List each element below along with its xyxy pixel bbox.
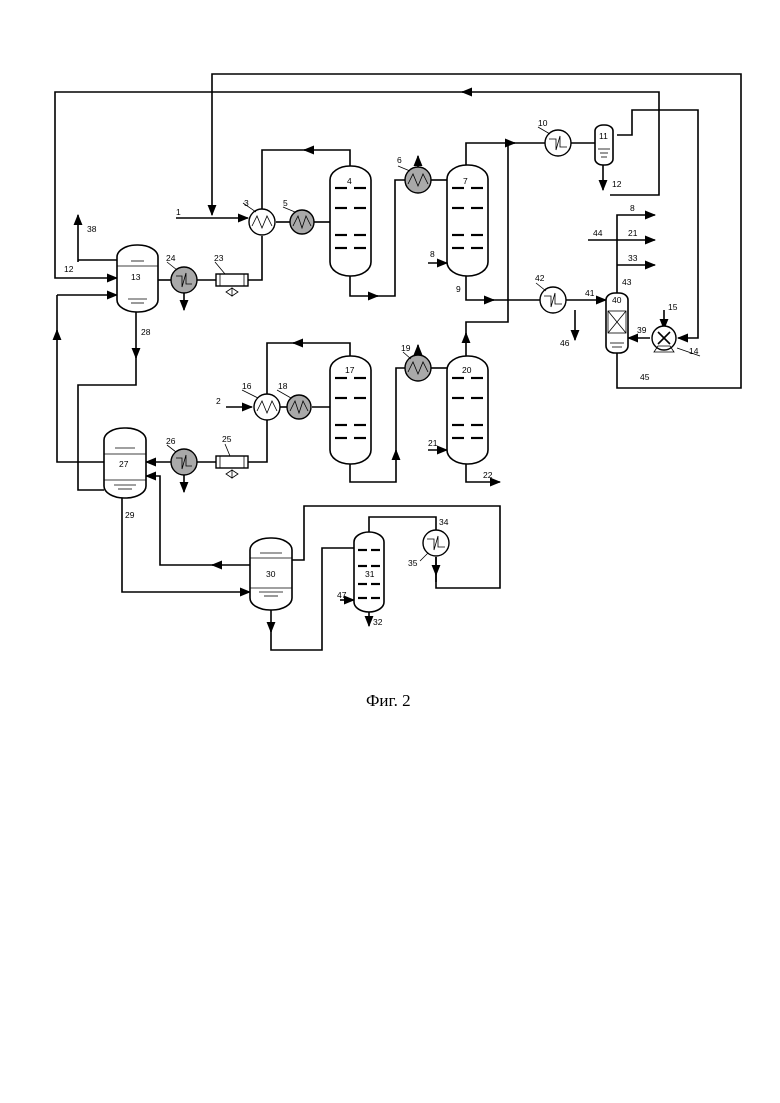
label-3: 3: [244, 198, 249, 208]
label-39: 39: [637, 325, 647, 335]
heat-exchanger-3: [249, 209, 275, 235]
label-41: 41: [585, 288, 595, 298]
label-18: 18: [278, 381, 288, 391]
label-15: 15: [668, 302, 678, 312]
air-cooler-25: [216, 456, 248, 478]
label-30: 30: [266, 569, 276, 579]
label-22: 22: [483, 470, 493, 480]
label-11: 11: [599, 131, 608, 141]
label-19: 19: [401, 343, 411, 353]
label-42: 42: [535, 273, 545, 283]
label-27: 27: [119, 459, 129, 469]
label-31: 31: [365, 569, 375, 579]
label-24: 24: [166, 253, 176, 263]
figure-caption: Фиг. 2: [366, 691, 411, 710]
label-12b: 12: [64, 264, 74, 274]
pump-14: [652, 326, 676, 352]
cooler-34: [423, 530, 449, 556]
label-46: 46: [560, 338, 570, 348]
cooler-42: [540, 287, 566, 313]
label-23: 23: [214, 253, 224, 263]
label-28: 28: [141, 327, 151, 337]
label-10: 10: [538, 118, 548, 128]
label-20: 20: [462, 365, 472, 375]
label-35: 35: [408, 558, 418, 568]
label-14: 14: [689, 346, 699, 356]
label-2: 2: [216, 396, 221, 406]
heater-18: [287, 395, 311, 419]
label-12: 12: [612, 179, 622, 189]
label-25: 25: [222, 434, 232, 444]
label-43: 43: [622, 277, 632, 287]
cooler-10: [545, 130, 571, 156]
label-21b: 21: [628, 228, 638, 238]
label-44: 44: [593, 228, 603, 238]
label-16: 16: [242, 381, 252, 391]
label-45: 45: [640, 372, 650, 382]
label-4: 4: [347, 176, 352, 186]
label-6: 6: [397, 155, 402, 165]
label-7: 7: [463, 176, 468, 186]
label-47: 47: [337, 590, 347, 600]
label-26: 26: [166, 436, 176, 446]
label-40: 40: [612, 295, 622, 305]
heater-5: [290, 210, 314, 234]
label-13: 13: [131, 272, 141, 282]
label-33: 33: [628, 253, 638, 263]
label-38: 38: [87, 224, 97, 234]
condenser-19: [405, 355, 431, 381]
cooler-24: [171, 267, 197, 293]
label-8b: 8: [630, 203, 635, 213]
label-17: 17: [345, 365, 355, 375]
label-29: 29: [125, 510, 135, 520]
label-5: 5: [283, 198, 288, 208]
label-1: 1: [176, 207, 181, 217]
cooler-26: [171, 449, 197, 475]
label-32: 32: [373, 617, 383, 627]
label-9: 9: [456, 284, 461, 294]
label-21: 21: [428, 438, 438, 448]
air-cooler-23: [216, 274, 248, 296]
label-8: 8: [430, 249, 435, 259]
label-34: 34: [439, 517, 449, 527]
